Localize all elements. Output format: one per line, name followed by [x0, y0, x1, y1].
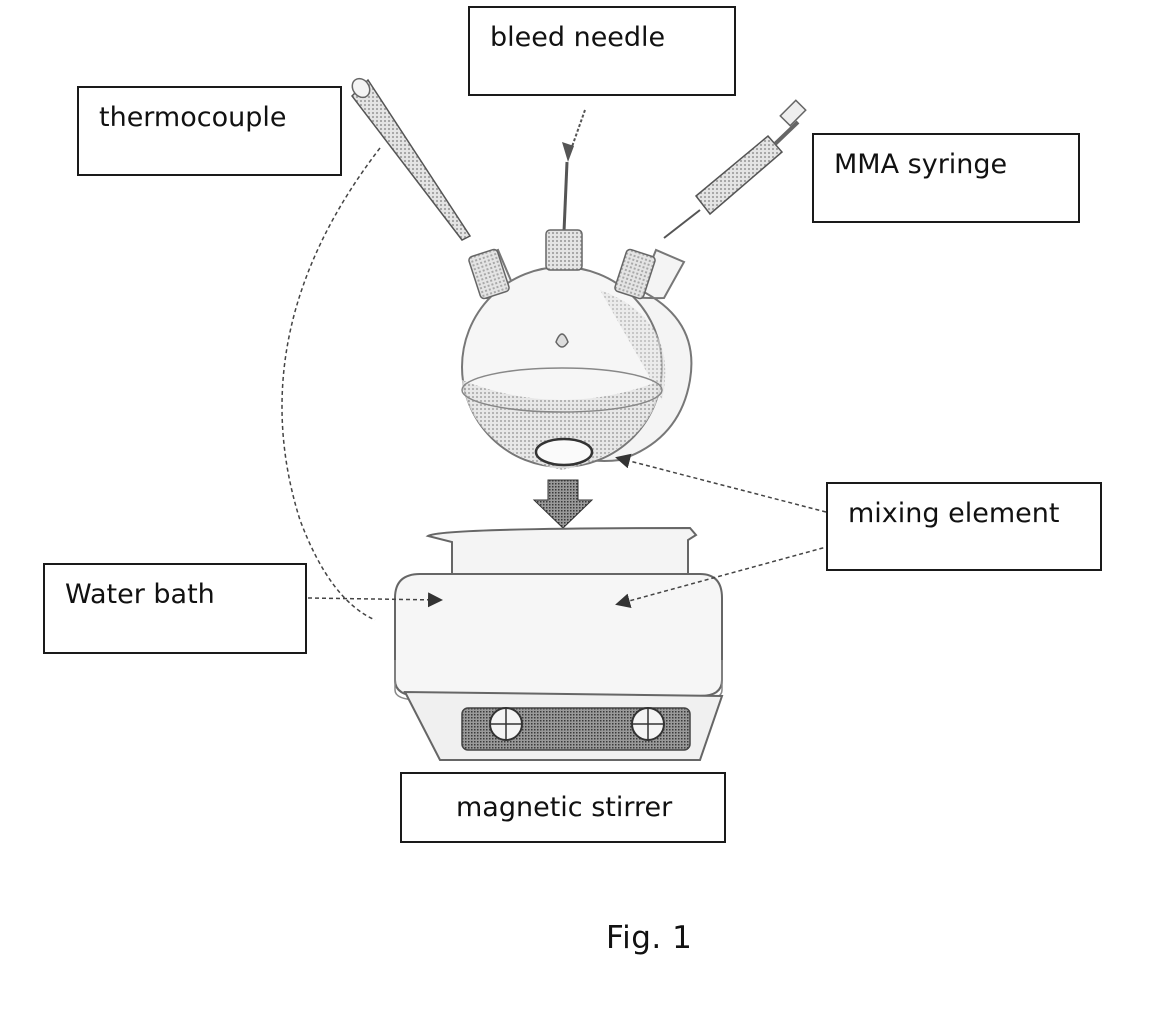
bleed-needle-label: bleed needle: [490, 22, 665, 53]
figure-caption: Fig. 1: [606, 920, 692, 956]
bleed-needle-label-box: bleed needle: [468, 6, 736, 96]
mixing-element-leader-flask: [618, 458, 826, 512]
mma-syringe-label-box: MMA syringe: [812, 133, 1080, 223]
down-arrow-icon: [534, 480, 592, 528]
three-neck-flask: [462, 230, 691, 470]
thermocouple-dashed-curve: [282, 148, 380, 620]
thermocouple-label-box: thermocouple: [77, 86, 342, 176]
water-bath-label-box: Water bath: [43, 563, 307, 654]
mma-syringe-label: MMA syringe: [834, 149, 1007, 180]
thermocouple-probe: [349, 75, 470, 240]
mixing-element-label: mixing element: [848, 498, 1059, 529]
thermocouple-label: thermocouple: [99, 102, 286, 133]
mma-syringe: [664, 100, 806, 238]
magnetic-stirrer-label-box: magnetic stirrer: [400, 772, 726, 843]
water-bath-label: Water bath: [65, 579, 215, 610]
magnetic-stirrer-label: magnetic stirrer: [456, 792, 672, 823]
mixing-element-label-box: mixing element: [826, 482, 1102, 571]
magnetic-stirrer: [395, 574, 722, 760]
